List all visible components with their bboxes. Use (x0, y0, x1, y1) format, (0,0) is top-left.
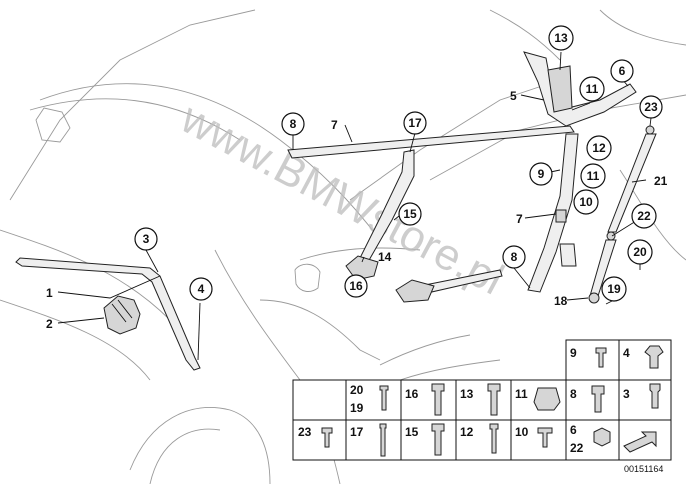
callout-22: 22 (631, 203, 657, 229)
svg-text:8: 8 (511, 250, 518, 264)
legend-num-13: 13 (460, 387, 474, 401)
legend-num-22: 22 (570, 441, 584, 455)
callout-5: 5 (510, 89, 517, 103)
bolt-20-19-icon (379, 385, 389, 411)
part-1-bar (15, 257, 201, 371)
part-brace-plate (395, 279, 435, 303)
callout-14: 14 (378, 250, 392, 264)
bolt-13-icon (487, 383, 501, 416)
part-18-cap (588, 292, 600, 304)
legend-num-6: 6 (570, 423, 577, 437)
svg-text:8: 8 (290, 117, 297, 131)
callout-13: 13 (548, 25, 574, 51)
svg-text:17: 17 (408, 116, 422, 130)
part-23-cap (645, 125, 655, 135)
callout-9: 9 (529, 162, 553, 186)
legend-num-10: 10 (515, 425, 529, 439)
svg-text:20: 20 (633, 245, 647, 259)
svg-text:6: 6 (619, 64, 626, 78)
svg-text:10: 10 (579, 195, 593, 209)
clip-3-icon (649, 383, 661, 409)
legend-num-3: 3 (623, 387, 630, 401)
svg-text:4: 4 (198, 282, 205, 296)
callout-6: 6 (610, 59, 634, 83)
svg-text:15: 15 (403, 207, 417, 221)
callout-16: 16 (344, 274, 368, 298)
part-small-bracket (559, 243, 577, 267)
svg-text:12: 12 (592, 141, 606, 155)
part-22-cap (606, 231, 616, 241)
callout-4: 4 (189, 277, 213, 301)
part-13-sleeve (547, 65, 573, 113)
callout-21: 21 (654, 174, 668, 188)
bolt-16-icon (431, 383, 445, 416)
svg-text:19: 19 (607, 282, 621, 296)
callout-11-top: 11 (579, 76, 605, 102)
callout-1: 1 (46, 286, 53, 300)
callout-3: 3 (134, 227, 158, 251)
callout-18: 18 (554, 294, 568, 308)
legend-num-23: 23 (298, 425, 312, 439)
screw-9-icon (595, 347, 607, 368)
screw-10-icon (537, 427, 553, 448)
part-9-channel (527, 133, 579, 293)
legend-num-17: 17 (350, 425, 364, 439)
part-10-nut-block (555, 209, 567, 223)
legend-num-20: 20 (350, 383, 364, 397)
svg-text:11: 11 (586, 82, 599, 96)
svg-text:11: 11 (587, 169, 600, 183)
callouts: 1 2 7 14 5 7 18 21 3 4 8 17 15 16 (46, 25, 668, 331)
parts (15, 51, 657, 371)
bolt-23-icon (321, 427, 333, 448)
bolt-17-icon (379, 423, 387, 457)
fastener-legend-table: 9 4 20 19 16 13 11 8 3 23 17 15 12 10 6 … (292, 339, 672, 461)
callout-10: 10 (573, 189, 599, 215)
arrow-icon (623, 431, 657, 453)
legend-num-11: 11 (515, 387, 528, 401)
legend-num-12: 12 (460, 425, 474, 439)
legend-num-4: 4 (623, 346, 630, 360)
svg-text:9: 9 (538, 167, 545, 181)
callout-23: 23 (639, 95, 663, 119)
part-2-bracket (103, 295, 141, 335)
callout-19: 19 (601, 276, 627, 302)
callout-17: 17 (403, 111, 427, 135)
bolt-15-icon (431, 423, 445, 456)
part-21-rod (607, 133, 657, 233)
bolt-12-icon (489, 423, 499, 454)
callout-8-right: 8 (502, 245, 526, 269)
legend-num-19: 19 (350, 401, 364, 415)
callout-15: 15 (398, 202, 422, 226)
diagram-id: 00151164 (624, 464, 663, 474)
svg-text:3: 3 (143, 232, 150, 246)
legend-num-9: 9 (570, 346, 577, 360)
clip-4-icon (644, 345, 664, 369)
nut-6-22-icon (593, 427, 611, 447)
bolt-8-icon (591, 385, 605, 413)
legend-num-8: 8 (570, 387, 577, 401)
callout-11-mid: 11 (580, 163, 606, 189)
legend-num-15: 15 (405, 425, 419, 439)
callout-8-top: 8 (281, 112, 305, 136)
callout-7-top: 7 (331, 118, 338, 132)
svg-text:23: 23 (644, 100, 658, 114)
callout-20: 20 (627, 239, 653, 265)
callout-7-right: 7 (516, 212, 523, 226)
callout-12: 12 (586, 135, 612, 161)
svg-text:16: 16 (349, 279, 363, 293)
callout-2: 2 (46, 317, 53, 331)
part-7-bar (287, 125, 575, 159)
svg-text:22: 22 (637, 209, 651, 223)
clip-nut-11-icon (533, 387, 561, 411)
legend-num-16: 16 (405, 387, 419, 401)
svg-text:13: 13 (554, 31, 568, 45)
